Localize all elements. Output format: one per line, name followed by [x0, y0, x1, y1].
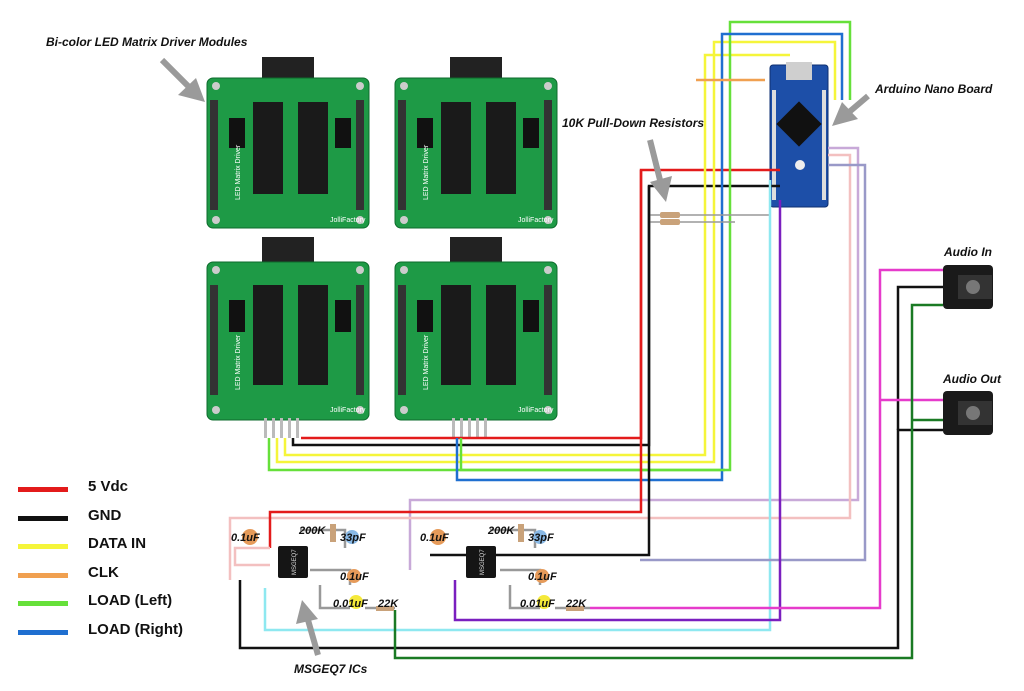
cap-0-1uf: 0.1uF — [420, 532, 449, 544]
legend-swatch — [18, 572, 68, 578]
cap-0-1uf: 0.1uF — [340, 571, 369, 583]
cap-33pf: 33pF — [340, 532, 366, 544]
legend-label: 5 Vdc — [88, 478, 129, 495]
cap-0-1uf: 0.1uF — [231, 532, 260, 544]
wires — [228, 20, 943, 660]
cap-0-01uf: 0.01uF — [520, 598, 555, 610]
pulldown-label: 10K Pull-Down Resistors — [562, 116, 705, 130]
arduino-label: Arduino Nano Board — [875, 82, 993, 96]
pointer-arrows — [159, 57, 870, 656]
pulldown-resistors — [660, 212, 680, 225]
legend-label: DATA IN — [88, 535, 147, 552]
led-module-top-right: LED Matrix Driver JolliFactory — [394, 57, 558, 229]
module-board-name: LED Matrix Driver — [423, 144, 430, 200]
audio-in-label: Audio In — [944, 245, 992, 259]
led-module-bottom-left: LED Matrix Driver JolliFactory — [206, 237, 370, 438]
module-brand: JolliFactory — [518, 407, 554, 414]
module-board-name: LED Matrix Driver — [235, 334, 242, 390]
msgeq7-circuit-left: MSGEQ7 0.1uF 200K 33pF 0.1uF 0.01uF 22K — [231, 524, 399, 611]
arrow-icon — [647, 139, 672, 202]
cap-33pf: 33pF — [528, 532, 554, 544]
msgeq7-circuit-right: MSGEQ7 0.1uF 200K 33pF 0.1uF 0.01uF 22K — [420, 524, 587, 611]
legend-label: LOAD (Left) — [88, 592, 173, 609]
resistor-22k: 22K — [377, 598, 399, 610]
audio-out-label: Audio Out — [943, 372, 1001, 386]
resistor-200k: 200K — [487, 525, 515, 537]
legend-swatch — [18, 515, 68, 521]
legend-label: GND — [88, 506, 122, 524]
ic-label: MSGEQ7 — [292, 549, 298, 575]
led-module-top-left: LED Matrix Driver JolliFactory — [206, 57, 370, 229]
cap-0-1uf: 0.1uF — [528, 571, 557, 583]
msgeq7-label: MSGEQ7 ICs — [294, 662, 368, 676]
audio-in-jack — [943, 265, 993, 309]
resistor-22k: 22K — [565, 598, 587, 610]
arrow-icon — [296, 600, 321, 656]
legend-label: LOAD (Right) — [88, 620, 183, 638]
legend-swatch — [18, 544, 68, 549]
cap-0-01uf: 0.01uF — [333, 598, 368, 610]
led-module-bottom-right: LED Matrix Driver JolliFactory — [394, 237, 558, 438]
module-brand: JolliFactory — [330, 217, 366, 224]
module-brand: JolliFactory — [518, 217, 554, 224]
module-board-name: LED Matrix Driver — [235, 144, 242, 200]
legend-swatch — [18, 629, 68, 635]
module-board-name: LED Matrix Driver — [423, 334, 430, 390]
arduino-nano-board — [769, 62, 829, 208]
audio-out-jack — [943, 391, 993, 435]
arrow-icon — [832, 93, 870, 126]
module-brand: JolliFactory — [330, 407, 366, 414]
ic-label: MSGEQ7 — [480, 549, 486, 575]
resistor-200k: 200K — [298, 525, 326, 537]
legend-swatch — [18, 487, 68, 492]
modules-label: Bi-color LED Matrix Driver Modules — [46, 35, 248, 49]
legend-label: CLK — [88, 563, 119, 581]
arrow-icon — [159, 57, 205, 102]
legend-swatch — [18, 601, 68, 606]
led-driver-modules: LED Matrix Driver JolliFactory LED Matri… — [206, 57, 558, 438]
